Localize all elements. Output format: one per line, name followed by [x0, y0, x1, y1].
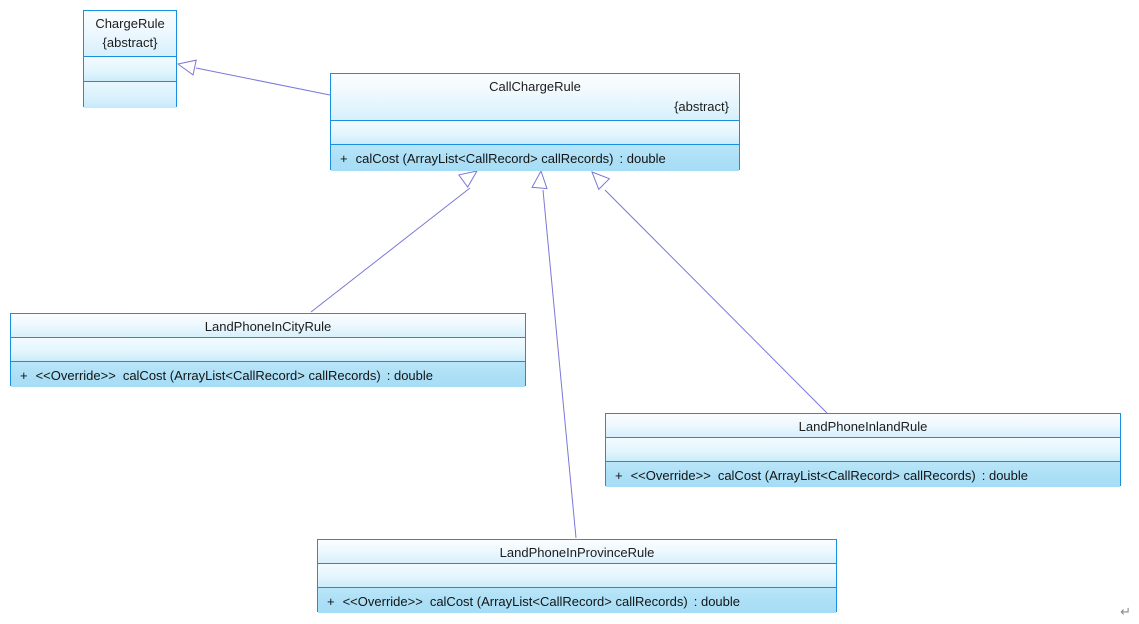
paragraph-return-mark: ↵	[1120, 604, 1131, 619]
generalization-arrowhead	[531, 169, 548, 190]
class-header-landphoneincityrule: LandPhoneInCityRule	[11, 314, 525, 338]
uml-class-landphoneinprovincerule[interactable]: LandPhoneInProvinceRule + <<Override>> calC…	[317, 539, 837, 613]
operation-stereotype: <<Override>>	[35, 368, 116, 383]
operation-row: + <<Override>> calCost (ArrayList<CallReco…	[11, 362, 525, 382]
class-attributes-compartment	[11, 338, 525, 362]
class-name-label: LandPhoneInProvinceRule	[499, 545, 655, 560]
operation-row: + <<Override>> calCost (ArrayList<CallReco…	[606, 462, 1120, 482]
operation-return-type: : double	[981, 468, 1028, 483]
operation-stereotype: <<Override>>	[342, 594, 423, 609]
relationship-line	[310, 187, 471, 313]
class-name-label: ChargeRule	[95, 16, 165, 31]
generalization-callchargerule-to-chargerule[interactable]	[176, 59, 331, 96]
class-header-landphoneinlandrule: LandPhoneInlandRule	[606, 414, 1120, 438]
generalization-arrowhead	[591, 171, 611, 191]
class-operations-compartment: + <<Override>> calCost (ArrayList<CallReco…	[11, 362, 525, 387]
operation-signature: calCost (ArrayList<CallRecord> callRecor…	[355, 151, 614, 166]
uml-class-chargerule[interactable]: ChargeRule {abstract}	[83, 10, 177, 108]
operation-signature: calCost (ArrayList<CallRecord> callRecor…	[429, 594, 688, 609]
generalization-landphoneinlandrule-to-callchargerule[interactable]	[591, 171, 828, 414]
class-attributes-compartment	[84, 57, 176, 82]
operation-stereotype: <<Override>>	[630, 468, 711, 483]
operation-row: + <<Override>> calCost (ArrayList<CallReco…	[318, 588, 836, 608]
operation-visibility: +	[340, 151, 348, 166]
uml-class-landphoneinlandrule[interactable]: LandPhoneInlandRule + <<Override>> calCost …	[605, 413, 1121, 487]
generalization-landphoneinprovincerule-to-callchargerule[interactable]	[531, 169, 577, 539]
class-operations-compartment: + <<Override>> calCost (ArrayList<CallReco…	[606, 462, 1120, 487]
class-attributes-compartment	[606, 438, 1120, 462]
relationship-line	[604, 189, 828, 414]
uml-class-callchargerule[interactable]: CallChargeRule {abstract} + calCost (ArrayL…	[330, 73, 740, 171]
class-abstract-label: {abstract}	[102, 35, 158, 50]
generalization-landphoneincityrule-to-callchargerule[interactable]	[310, 170, 479, 313]
class-name-label: CallChargeRule	[489, 79, 581, 94]
generalization-arrowhead	[176, 59, 197, 76]
class-operations-compartment: + <<Override>> calCost (ArrayList<CallReco…	[318, 588, 836, 613]
operation-visibility: +	[615, 468, 623, 483]
class-header-chargerule: ChargeRule {abstract}	[84, 11, 176, 57]
class-header-landphoneinprovincerule: LandPhoneInProvinceRule	[318, 540, 836, 564]
class-name-label: LandPhoneInCityRule	[204, 319, 332, 334]
relationship-line	[542, 189, 577, 539]
class-operations-compartment	[84, 82, 176, 108]
relationship-line	[195, 67, 331, 96]
operation-return-type: : double	[619, 151, 666, 166]
operation-signature: calCost (ArrayList<CallRecord> callRecor…	[122, 368, 381, 383]
generalization-arrowhead	[457, 170, 479, 188]
class-operations-compartment: + calCost (ArrayList<CallRecord> callReco…	[331, 145, 739, 171]
operation-row: + calCost (ArrayList<CallRecord> callReco…	[331, 145, 739, 165]
class-name-label: LandPhoneInlandRule	[798, 419, 928, 434]
operation-visibility: +	[20, 368, 28, 383]
operation-return-type: : double	[386, 368, 433, 383]
uml-class-landphoneincityrule[interactable]: LandPhoneInCityRule + <<Override>> calCost …	[10, 313, 526, 387]
class-attributes-compartment	[318, 564, 836, 588]
class-abstract-label: {abstract}	[674, 99, 729, 114]
operation-visibility: +	[327, 594, 335, 609]
operation-return-type: : double	[693, 594, 740, 609]
class-attributes-compartment	[331, 121, 739, 145]
operation-signature: calCost (ArrayList<CallRecord> callRecor…	[717, 468, 976, 483]
class-header-callchargerule: CallChargeRule {abstract}	[331, 74, 739, 121]
